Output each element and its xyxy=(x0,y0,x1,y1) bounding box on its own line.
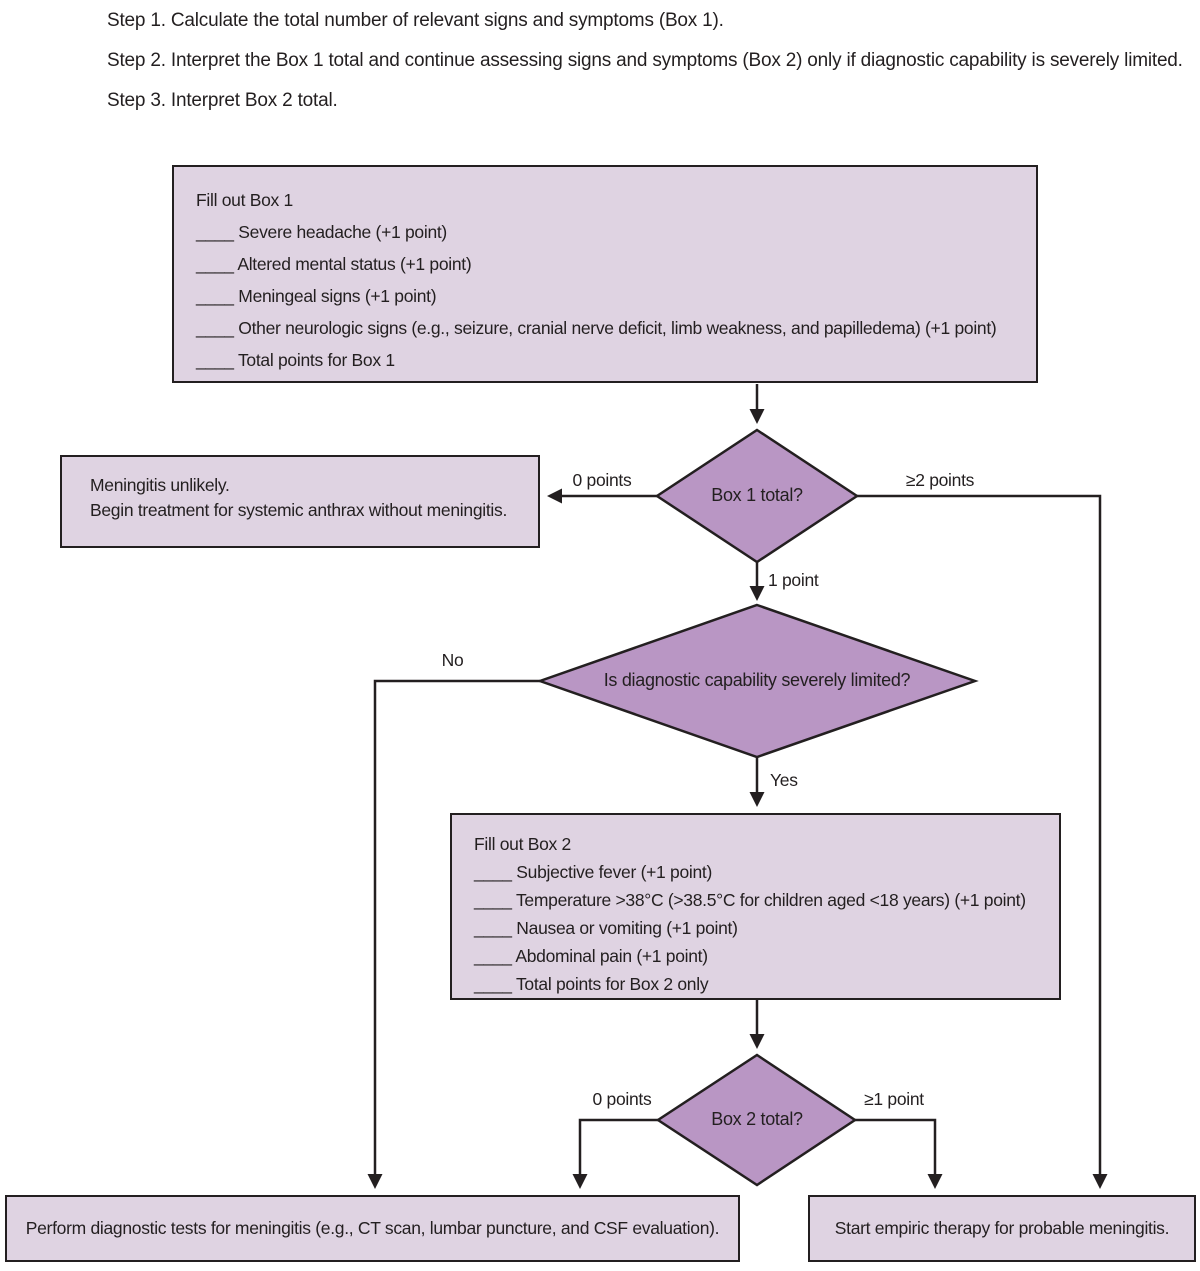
arrow-decision2-no xyxy=(367,679,540,1189)
step-instructions: Step 1. Calculate the total number of re… xyxy=(107,9,1183,129)
outcome-diagnostic-tests-text: Perform diagnostic tests for meningitis … xyxy=(25,1218,720,1238)
step-3-text: Step 3. Interpret Box 2 total. xyxy=(107,90,338,111)
arrow-decision1-ge2points xyxy=(857,494,1108,1189)
box2-item-nausea-vomiting: ____ Nausea or vomiting (+1 point) xyxy=(474,918,738,938)
edge-label-box2-ge1-point: ≥1 point xyxy=(864,1089,924,1109)
edge-label-box1-1-point: 1 point xyxy=(768,570,819,590)
box1-checklist-node: Fill out Box 1 ____ Severe headache (+1 … xyxy=(172,165,1038,383)
box1-item-other-neurologic-signs: ____ Other neurologic signs (e.g., seizu… xyxy=(196,318,997,338)
box2-item-temperature: ____ Temperature >38°C (>38.5°C for chil… xyxy=(474,890,1026,910)
outcome-empiric-therapy-text: Start empiric therapy for probable menin… xyxy=(834,1218,1170,1238)
step-1-text: Step 1. Calculate the total number of re… xyxy=(107,10,724,31)
edge-label-box1-ge2-points: ≥2 points xyxy=(905,470,975,490)
box1-item-severe-headache: ____ Severe headache (+1 point) xyxy=(196,222,447,242)
edge-label-box1-0-points: 0 points xyxy=(572,470,632,490)
box2-title: Fill out Box 2 xyxy=(474,834,571,854)
edge-label-no: No xyxy=(441,650,464,670)
outcome-diagnostic-tests: Perform diagnostic tests for meningitis … xyxy=(5,1195,740,1262)
arrow-decision3-ge1point xyxy=(855,1118,943,1189)
edge-label-box2-0-points: 0 points xyxy=(592,1089,652,1109)
decision-diamond-box2-total xyxy=(655,1053,858,1187)
box2-item-abdominal-pain: ____ Abdominal pain (+1 point) xyxy=(474,946,708,966)
box1-title: Fill out Box 1 xyxy=(196,190,293,210)
outcome-empiric-therapy: Start empiric therapy for probable menin… xyxy=(808,1195,1196,1262)
box2-item-total-points: ____ Total points for Box 2 only xyxy=(474,974,709,994)
outcome-meningitis-unlikely-line1: Meningitis unlikely. xyxy=(90,475,230,495)
box2-item-subjective-fever: ____ Subjective fever (+1 point) xyxy=(474,862,712,882)
decision-diagnostic-capability-label: Is diagnostic capability severely limite… xyxy=(603,670,911,690)
decision-box2-total-label: Box 2 total? xyxy=(711,1109,803,1129)
box1-item-meningeal-signs: ____ Meningeal signs (+1 point) xyxy=(196,286,437,306)
decision-diamond-diagnostic-capability xyxy=(536,603,979,759)
step-2-text: Step 2. Interpret the Box 1 total and co… xyxy=(107,50,1183,71)
box2-checklist-node: Fill out Box 2 ____ Subjective fever (+1… xyxy=(450,813,1061,1000)
arrow-decision3-0points xyxy=(572,1118,658,1189)
decision-box1-total-label: Box 1 total? xyxy=(711,485,803,505)
edge-label-yes: Yes xyxy=(770,770,798,790)
outcome-meningitis-unlikely-line2: Begin treatment for systemic anthrax wit… xyxy=(90,500,508,520)
decision-diamond-box1-total xyxy=(654,428,860,564)
outcome-meningitis-unlikely: Meningitis unlikely. Begin treatment for… xyxy=(60,455,540,548)
box1-item-total-points: ____ Total points for Box 1 xyxy=(196,350,395,370)
box1-item-altered-mental-status: ____ Altered mental status (+1 point) xyxy=(196,254,472,274)
